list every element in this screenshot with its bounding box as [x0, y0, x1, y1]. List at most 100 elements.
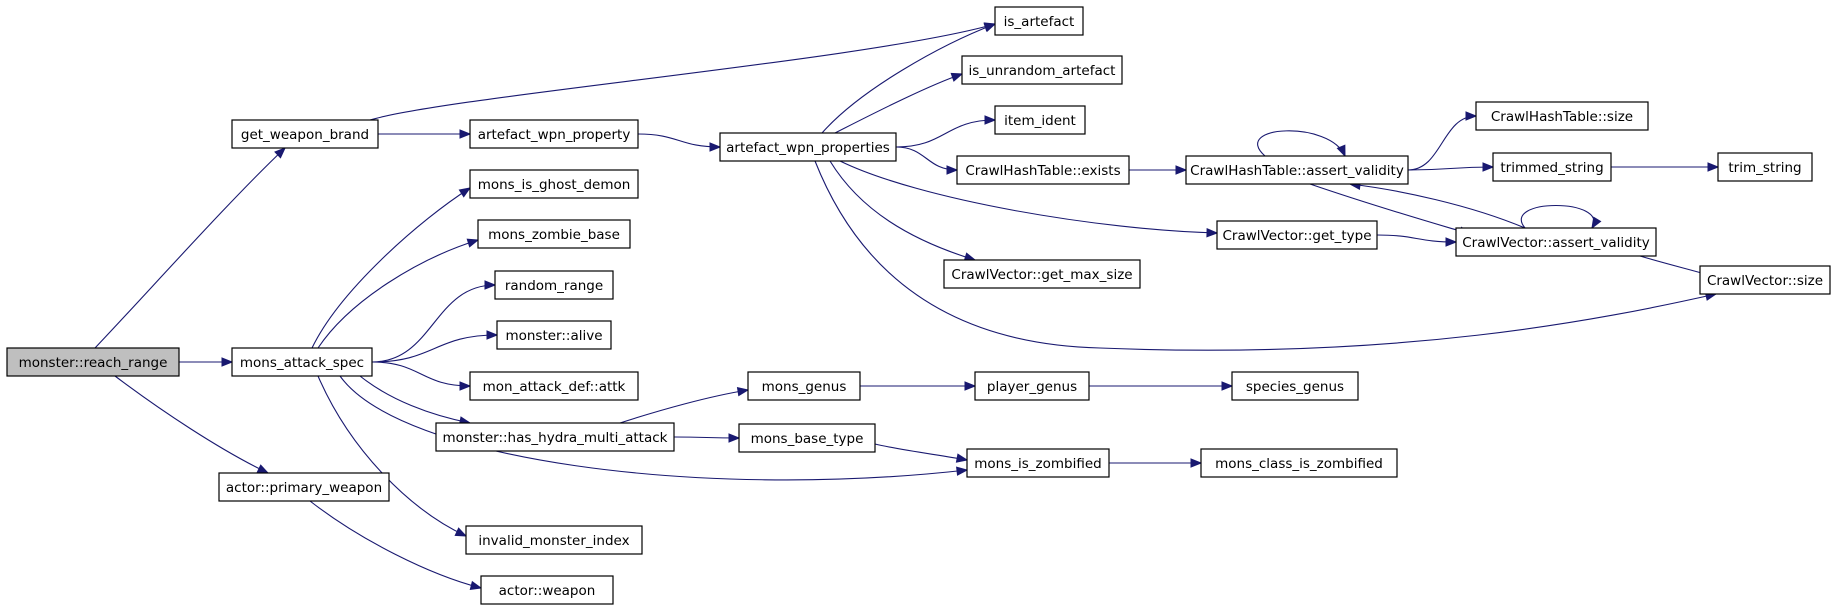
- node-label: is_unrandom_artefact: [969, 63, 1116, 79]
- edge-artefact_wpn_properties-to-vec_get_max_size: [829, 160, 977, 262]
- node-box: [231, 347, 373, 377]
- edge-reach_range-to-primary_weapon: [114, 375, 270, 474]
- node-invalid-monster-index[interactable]: invalid_monster_index: [465, 525, 643, 555]
- node-label: mons_class_is_zombified: [1215, 456, 1383, 472]
- node-item-ident[interactable]: item_ident: [994, 105, 1086, 135]
- node-box: [1200, 448, 1398, 478]
- node-label: mons_genus: [762, 379, 847, 395]
- node-label: CrawlHashTable::exists: [965, 163, 1120, 179]
- node-box: [994, 6, 1084, 36]
- node-random-range[interactable]: random_range: [494, 270, 614, 300]
- edge-hash_assert-to-trimmed_string: [1407, 162, 1495, 172]
- edge-mons_is_zombified-to-mons_class_is_zombified: [1109, 458, 1203, 468]
- node-label: trim_string: [1728, 160, 1801, 176]
- edge-mons_attack_spec-to-has_hydra: [359, 375, 472, 426]
- node-label: monster::has_hydra_multi_attack: [443, 430, 668, 446]
- node-box: [435, 422, 675, 452]
- edge-get_weapon_brand-to-artefact_wpn_property: [378, 129, 472, 139]
- node-hash-exists[interactable]: CrawlHashTable::exists: [956, 155, 1130, 185]
- edge-vec_assert-to-vec_assert: [1521, 204, 1602, 230]
- node-box: [494, 270, 614, 300]
- node-primary-weapon[interactable]: actor::primary_weapon: [218, 472, 390, 502]
- node-vec-get-max-size[interactable]: CrawlVector::get_max_size: [943, 259, 1141, 289]
- node-actor-weapon[interactable]: actor::weapon: [480, 575, 614, 605]
- node-label: artefact_wpn_properties: [726, 140, 890, 156]
- edge-trimmed_string-to-trim_string: [1611, 162, 1720, 172]
- node-label: mons_zombie_base: [488, 227, 620, 243]
- node-label: CrawlVector::assert_validity: [1462, 235, 1650, 251]
- node-label: trimmed_string: [1500, 160, 1603, 176]
- node-label: mons_is_ghost_demon: [478, 177, 631, 193]
- node-reach-range[interactable]: monster::reach_range: [6, 347, 180, 377]
- node-mons-genus[interactable]: mons_genus: [747, 371, 861, 401]
- node-label: item_ident: [1004, 113, 1076, 129]
- edge-artefact_wpn_properties-to-is_unrandom_artefact: [834, 72, 964, 134]
- node-box: [961, 55, 1123, 85]
- node-mons-class-is-zombified[interactable]: mons_class_is_zombified: [1200, 448, 1398, 478]
- edge-vec_get_type-to-vec_assert: [1376, 234, 1458, 247]
- node-box: [477, 219, 631, 249]
- node-is-unrandom-artefact[interactable]: is_unrandom_artefact: [961, 55, 1123, 85]
- node-artefact-wpn-property[interactable]: artefact_wpn_property: [469, 119, 639, 149]
- node-box: [231, 119, 379, 149]
- node-box: [1492, 152, 1612, 182]
- node-label: random_range: [505, 278, 603, 294]
- node-label: mon_attack_def::attk: [483, 379, 626, 395]
- edge-mons_attack_spec-to-monster_alive: [371, 330, 499, 363]
- node-box: [469, 119, 639, 149]
- edge-mons_attack_spec-to-mons_is_zombified: [339, 375, 969, 481]
- node-box: [496, 320, 612, 350]
- node-get-weapon-brand[interactable]: get_weapon_brand: [231, 119, 379, 149]
- node-label: CrawlVector::get_type: [1223, 228, 1372, 244]
- node-label: CrawlHashTable::assert_validity: [1190, 163, 1404, 179]
- edge-mons_base_type-to-mons_is_zombified: [874, 443, 969, 463]
- node-mons-zombie-base[interactable]: mons_zombie_base: [477, 219, 631, 249]
- node-box: [956, 155, 1130, 185]
- node-box: [1699, 265, 1831, 295]
- node-label: artefact_wpn_property: [478, 127, 631, 143]
- node-mons-is-ghost-demon[interactable]: mons_is_ghost_demon: [469, 169, 639, 199]
- edge-artefact_wpn_property-to-artefact_wpn_properties: [637, 133, 722, 152]
- node-monster-alive[interactable]: monster::alive: [496, 320, 612, 350]
- node-vec-get-type[interactable]: CrawlVector::get_type: [1216, 220, 1378, 250]
- node-hash-assert[interactable]: CrawlHashTable::assert_validity: [1185, 155, 1409, 185]
- node-player-genus[interactable]: player_genus: [974, 371, 1090, 401]
- node-hash-size[interactable]: CrawlHashTable::size: [1475, 101, 1649, 131]
- node-has-hydra[interactable]: monster::has_hydra_multi_attack: [435, 422, 675, 452]
- node-mons-attack-spec[interactable]: mons_attack_spec: [231, 347, 373, 377]
- edge-get_weapon_brand-to-is_artefact: [369, 22, 997, 121]
- node-box: [974, 371, 1090, 401]
- node-box: [1231, 371, 1359, 401]
- node-mons-base-type[interactable]: mons_base_type: [738, 423, 876, 453]
- edge-artefact_wpn_properties-to-item_ident: [895, 115, 997, 148]
- node-box: [1475, 101, 1649, 131]
- node-box: [719, 132, 897, 162]
- node-vec-size[interactable]: CrawlVector::size: [1699, 265, 1831, 295]
- node-label: monster::reach_range: [19, 355, 168, 371]
- node-vec-assert[interactable]: CrawlVector::assert_validity: [1455, 227, 1657, 257]
- node-is-artefact[interactable]: is_artefact: [994, 6, 1084, 36]
- node-artefact-wpn-properties[interactable]: artefact_wpn_properties: [719, 132, 897, 162]
- node-mon-attack-def-attk[interactable]: mon_attack_def::attk: [469, 371, 639, 401]
- node-box: [6, 347, 180, 377]
- node-label: get_weapon_brand: [241, 127, 369, 143]
- node-box: [465, 525, 643, 555]
- node-box: [1455, 227, 1657, 257]
- node-label: actor::weapon: [499, 583, 596, 599]
- node-trim-string[interactable]: trim_string: [1717, 152, 1813, 182]
- node-trimmed-string[interactable]: trimmed_string: [1492, 152, 1612, 182]
- edge-player_genus-to-species_genus: [1089, 381, 1234, 391]
- edge-mons_attack_spec-to-mon_attack_def_attk: [371, 361, 472, 391]
- node-label: mons_base_type: [751, 431, 864, 447]
- node-box: [218, 472, 390, 502]
- node-label: CrawlHashTable::size: [1491, 109, 1633, 125]
- node-box: [1185, 155, 1409, 185]
- node-label: species_genus: [1246, 379, 1344, 395]
- node-box: [747, 371, 861, 401]
- edge-reach_range-to-mons_attack_spec: [178, 357, 234, 367]
- node-box: [480, 575, 614, 605]
- node-mons-is-zombified[interactable]: mons_is_zombified: [966, 448, 1110, 478]
- node-species-genus[interactable]: species_genus: [1231, 371, 1359, 401]
- edges-layer: [94, 22, 1720, 590]
- node-box: [943, 259, 1141, 289]
